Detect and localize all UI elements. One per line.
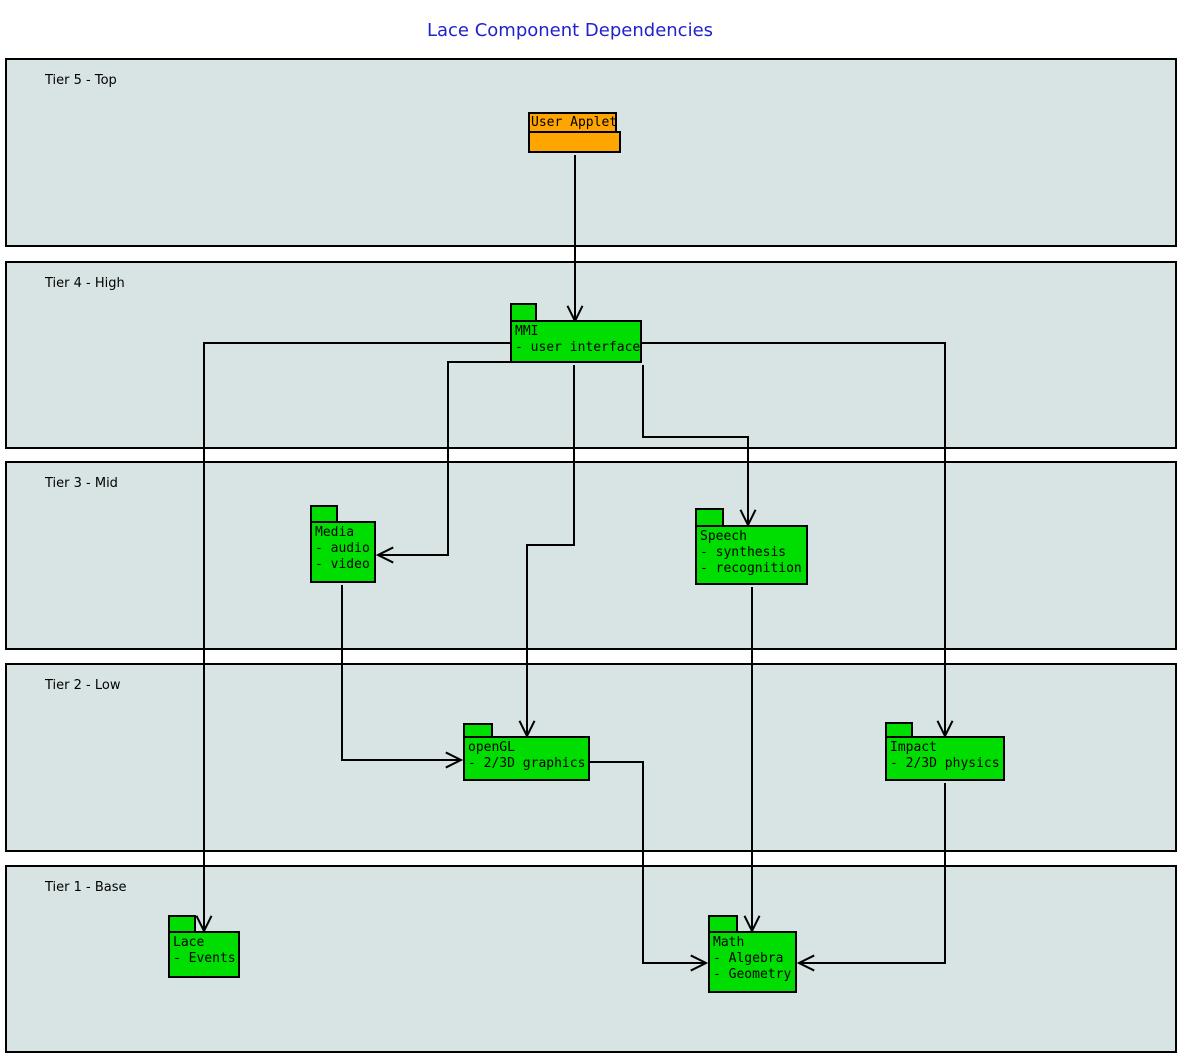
speech-text-line: Speech [700,529,747,544]
opengl-body: openGL- 2/3D graphics [463,736,590,781]
edge-line [642,365,749,525]
arrowhead-icon [445,751,464,769]
speech-text-line: - synthesis [700,545,787,560]
opengl-text-line: openGL [468,740,515,755]
opengl-text-line: - 2/3D graphics [468,756,586,771]
lace-body: Lace- Events [168,931,240,978]
math-text-line: Math [713,935,745,950]
impact-body: Impact- 2/3D physics [885,736,1005,781]
arrowhead-icon [796,954,815,972]
edge-media-to-opengl [341,585,464,769]
mmi-text-line: - user interface [515,340,641,355]
arrowhead-icon [690,954,709,972]
media-text-line: Media [315,525,355,540]
tier-3-mid-label: Tier 3 - Mid [45,476,118,491]
edge-line [590,761,706,964]
edge-line [642,342,946,736]
user-applet-text-line: User Applet [531,115,618,130]
edge-line [378,361,510,556]
math-text-line: - Algebra [713,951,784,966]
edge-opengl-to-math [590,761,709,972]
math-text-line: - Geometry [713,967,792,982]
tier-1-base-label: Tier 1 - Base [45,880,127,895]
edge-line [799,783,946,964]
lace-text-line: - Events [173,951,236,966]
impact-text-line: Impact [890,740,937,755]
speech-text-line: - recognition [700,561,802,576]
mmi-body: MMI- user interface [510,320,642,363]
lace-text-line: Lace [173,935,205,950]
user-applet-title-box: User Applet [528,112,617,133]
edge-impact-to-math [796,783,946,972]
diagram-title: Lace Component Dependencies [426,20,714,41]
edge-line [203,342,510,931]
impact-text-line: - 2/3D physics [890,756,1000,771]
math-body: Math- Algebra- Geometry [708,931,797,993]
tier-2-low-label: Tier 2 - Low [45,678,121,693]
arrowhead-icon [375,546,394,564]
edge-line [526,365,575,736]
mmi-text-line: MMI [515,324,539,339]
speech-body: Speech- synthesis- recognition [695,525,808,585]
media-text-line: - audio [315,541,370,556]
edge-line [341,585,461,761]
tier-5-top-label: Tier 5 - Top [45,73,117,88]
tier-4-high-label: Tier 4 - High [45,276,125,291]
tier-3-mid-band: Tier 3 - Mid [5,461,1177,650]
edge-mmi-to-media [375,361,510,564]
user-applet-body-box [528,131,621,153]
media-body: Media- audio- video [310,521,376,583]
media-text-line: - video [315,557,370,572]
